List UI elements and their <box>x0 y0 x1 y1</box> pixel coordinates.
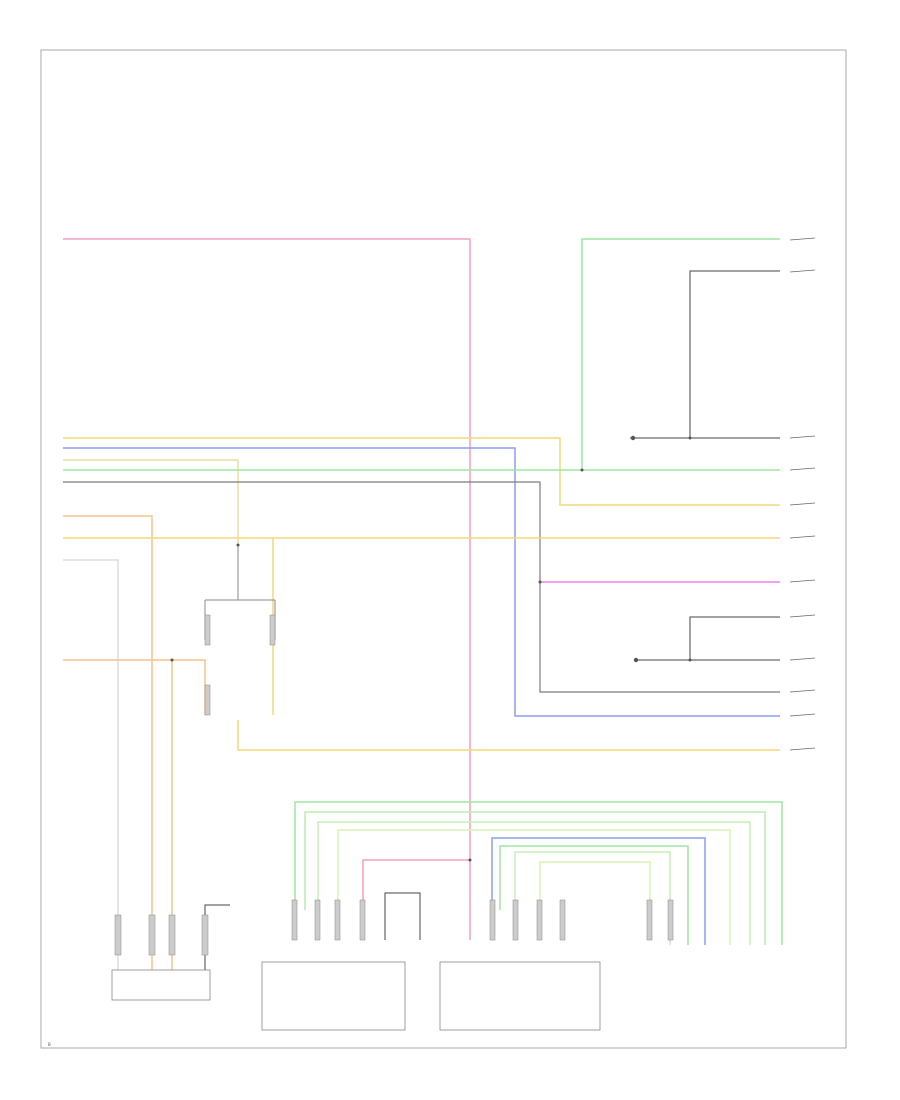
wire-yellow-top <box>63 437 780 506</box>
splice-dots <box>170 435 692 862</box>
center-module-box <box>439 961 601 1031</box>
connectors <box>114 614 674 956</box>
wire-orange-3 <box>63 659 206 970</box>
switch-symbols <box>204 545 276 640</box>
diagram-frame <box>40 49 847 1049</box>
wire-blue <box>63 447 780 717</box>
wire-white-1 <box>63 559 119 970</box>
wire-orange-4 <box>237 720 780 751</box>
wire-black-bottom <box>204 892 421 970</box>
wire-bus-green <box>294 801 783 945</box>
wire-orange-2 <box>63 537 780 715</box>
wire-pink <box>63 238 471 940</box>
wire-black-ground-1 <box>630 270 780 439</box>
wire-green-top-right <box>581 238 780 470</box>
switch-terminals-right <box>789 237 816 751</box>
left-module-box <box>261 961 406 1031</box>
left-component-box <box>111 969 211 1001</box>
footer-label: B <box>48 1042 51 1047</box>
wire-gray <box>63 481 780 693</box>
wire-light-yellow <box>63 459 239 545</box>
wire-black-ground-2 <box>635 616 780 661</box>
wire-orange-1 <box>63 515 153 970</box>
component-boxes <box>111 961 601 1031</box>
